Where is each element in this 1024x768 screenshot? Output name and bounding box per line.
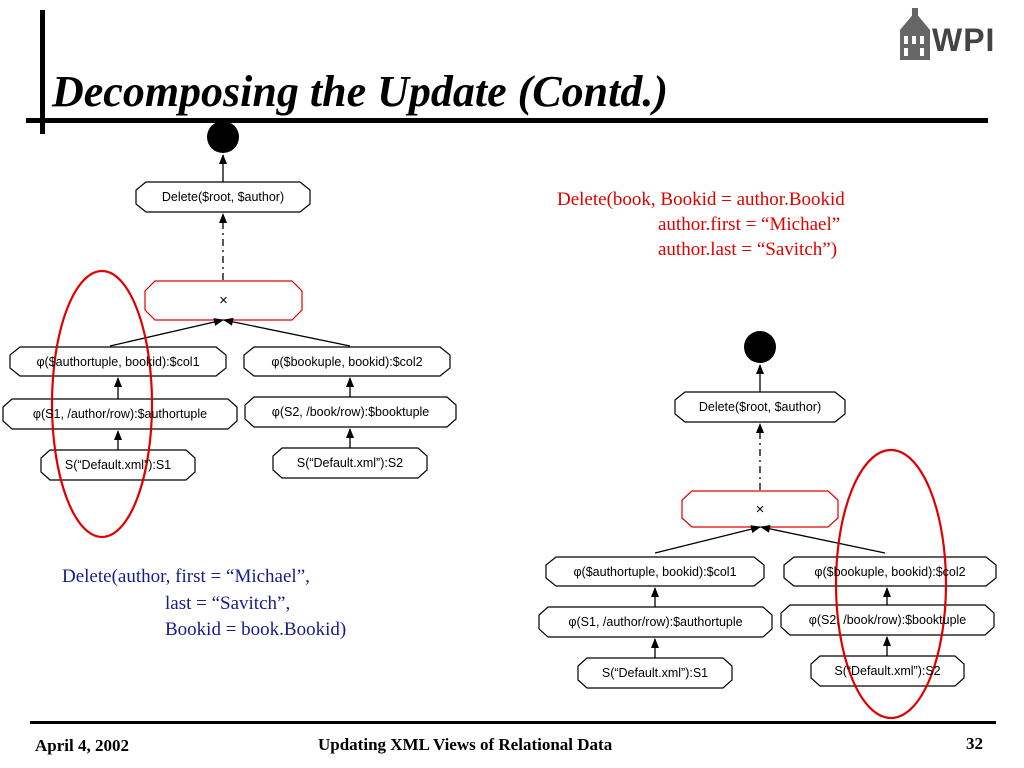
footer-rule [30,721,996,724]
page-number: 32 [966,734,983,753]
right-phi-book-row-node: φ(S2, /book/row):$booktuple [808,613,967,627]
left-delete-node-shape [135,181,311,213]
footer-title: Updating XML Views of Relational Data [318,735,613,754]
right-delete-node: Delete($root, $author) [698,400,822,414]
right-join-node: × [755,500,765,518]
right-delete-node-shape [674,391,846,423]
right-phi-author-row-node: φ(S1, /author/row):$authortuple [568,615,743,629]
right-phi-book-col-node: φ($bookuple, bookid):$col2 [814,565,966,579]
right-phi-author-col-node: φ($authortuple, bookid):$col1 [573,565,737,579]
title-vertical-bar [40,10,45,134]
left-phi-book-col-node: φ($bookuple, bookid):$col2 [271,355,423,369]
right-source1-node: S(“Default.xml”):S1 [601,666,709,680]
red-annotation-line1: Delete(book, Bookid = author.Bookid [557,189,845,210]
left-phi-author-col-node: φ($authortuple, bookid):$col1 [36,355,200,369]
right-root-dot [744,331,776,363]
left-source2-node: S(“Default.xml”):S2 [296,456,404,470]
right-join-node-shape [681,490,839,528]
blue-annotation-line3: Bookid = book.Bookid) [165,619,347,640]
page-title: Decomposing the Update (Contd.) [52,67,668,116]
red-annotation-line2: author.first = “Michael” [658,214,841,235]
wpi-logo-icon [900,8,930,60]
left-source1-node: S(“Default.xml”):S1 [64,458,172,472]
blue-annotation-line1: Delete(author, first = “Michael”, [62,566,310,587]
right-source2-node: S(“Default.xml”):S2 [834,664,941,678]
left-phi-author-row-node: φ(S1, /author/row):$authortuple [32,407,208,421]
red-annotation-line3: author.last = “Savitch”) [658,239,838,260]
right-highlight-ellipse [834,448,948,720]
title-underline [26,118,988,123]
left-phi-book-row-node: φ(S2, /book/row):$booktuple [271,405,430,419]
wpi-logo-text: WPI [932,22,996,58]
footer-date: April 4, 2002 [35,736,129,755]
left-join-node: × [219,291,228,309]
blue-annotation-line2: last = “Savitch”, [165,593,291,614]
left-highlight-ellipse [50,269,154,539]
left-join-node-shape [144,280,303,321]
left-delete-node: Delete($root, $author) [161,190,285,204]
left-root-dot [207,121,239,153]
